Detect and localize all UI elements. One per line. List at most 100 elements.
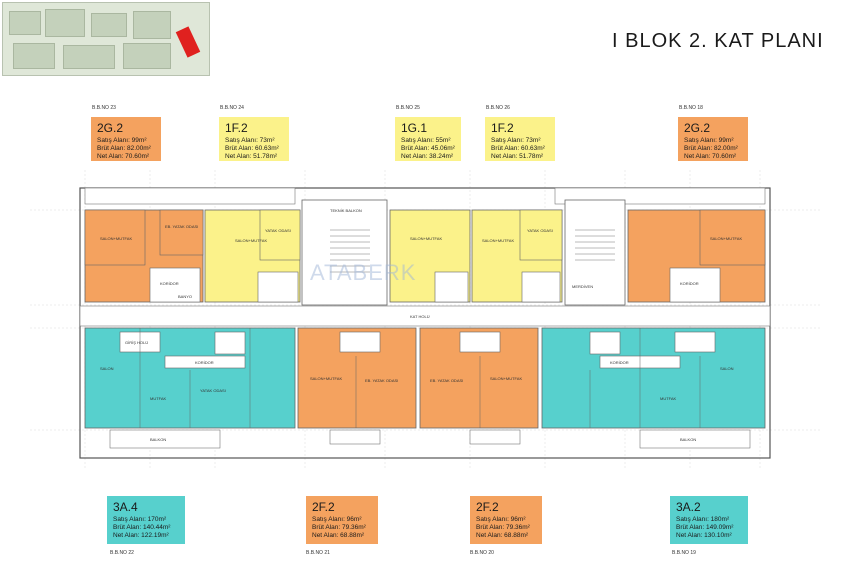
- bottom-row-units: [84, 327, 766, 449]
- unit-code: 1G.1: [401, 121, 428, 135]
- bb-number: B.B.NO 25: [396, 105, 420, 111]
- unit-net: Net Alan: 38.24m²: [401, 153, 454, 160]
- bb-number: B.B.NO 24: [220, 105, 244, 111]
- floor-plan: SALON+MUTFAK EB. YATAK ODASI KORİDOR BAN…: [30, 170, 820, 470]
- bb-number: B.B.NO 26: [486, 105, 510, 111]
- unit-brut: Brüt Alan: 79.36m²: [312, 524, 366, 531]
- stairs: [330, 229, 370, 273]
- bb-number: B.B.NO 22: [110, 550, 134, 556]
- room-label: SALON: [720, 366, 734, 371]
- unit-code: 1F.2: [225, 121, 248, 135]
- unit-brut: Brüt Alan: 79.36m²: [476, 524, 530, 531]
- unit-code: 3A.2: [676, 500, 701, 514]
- room-label: BALKON: [150, 437, 166, 442]
- room-label: SALON+MUTFAK: [482, 238, 514, 243]
- balcony: [329, 429, 381, 445]
- room-label: YATAK ODASI: [265, 228, 291, 233]
- room-label: YATAK ODASI: [200, 388, 226, 393]
- room-label: YATAK ODASI: [527, 228, 553, 233]
- unit-net: Net Alan: 70.60m²: [97, 153, 150, 160]
- room-label: KAT HOLÜ: [410, 314, 430, 319]
- unit-card-3a2: 3A.2 Satış Alanı: 180m² Brüt Alan: 149.0…: [670, 496, 748, 544]
- unit-code: 1F.2: [491, 121, 514, 135]
- room-label: SALON+MUTFAK: [710, 236, 742, 241]
- unit-code: 2G.2: [684, 121, 711, 135]
- room: [159, 209, 204, 256]
- site-key-map: [2, 2, 210, 76]
- room-bath: [521, 271, 561, 303]
- room-label: KORİDOR: [160, 281, 179, 286]
- room-corridor: [164, 355, 246, 369]
- room-entry: [674, 331, 716, 353]
- unit-satis: Satış Alanı: 99m²: [684, 137, 734, 144]
- site-lot: [91, 13, 127, 37]
- room-label: MUTFAK: [660, 396, 677, 401]
- room-label: SALON+MUTFAK: [310, 376, 342, 381]
- room-bath: [589, 331, 621, 355]
- room-label: EB. YATAK ODASI: [430, 378, 463, 383]
- partitions: [139, 328, 701, 428]
- unit-code: 3A.4: [113, 500, 138, 514]
- room-label: TEKNİK BALKON: [330, 208, 362, 213]
- bb-number: B.B.NO 23: [92, 105, 116, 111]
- room-label: MERDİVEN: [572, 284, 593, 289]
- room-bath: [459, 331, 501, 353]
- unit-net: Net Alan: 51.78m²: [225, 153, 278, 160]
- selected-block-marker: [175, 26, 201, 58]
- bb-number: B.B.NO 18: [679, 105, 703, 111]
- room-label: KORİDOR: [195, 360, 214, 365]
- room: [519, 209, 563, 261]
- top-row-units: [84, 199, 766, 306]
- unit-card-1f2-left: 1F.2 Satış Alanı: 73m² Brüt Alan: 60.63m…: [219, 117, 289, 161]
- unit-net: Net Alan: 51.78m²: [491, 153, 544, 160]
- room-label: MUTFAK: [150, 396, 167, 401]
- unit-card-3a4: 3A.4 Satış Alanı: 170m² Brüt Alan: 140.4…: [107, 496, 185, 544]
- site-lot: [45, 9, 85, 37]
- unit-brut: Brüt Alan: 149.09m²: [676, 524, 734, 531]
- room-bath: [434, 271, 469, 303]
- unit-satis: Satış Alanı: 96m²: [312, 516, 362, 523]
- site-lot: [123, 43, 171, 69]
- room-bath: [257, 271, 299, 303]
- unit-net: Net Alan: 122.19m²: [113, 532, 169, 539]
- stairs: [575, 229, 615, 261]
- unit-brut: Brüt Alan: 60.63m²: [491, 145, 545, 152]
- unit-card-2g2-left: 2G.2 Satış Alanı: 99m² Brüt Alan: 82.00m…: [91, 117, 161, 161]
- balcony: [469, 429, 521, 445]
- stair-core-left: [301, 199, 388, 306]
- room-bath: [339, 331, 381, 353]
- unit-net: Net Alan: 68.88m²: [476, 532, 529, 539]
- room-label: KORİDOR: [610, 360, 629, 365]
- unit-card-1f2-right: 1F.2 Satış Alanı: 73m² Brüt Alan: 60.63m…: [485, 117, 555, 161]
- page-title: I BLOK 2. KAT PLANI: [612, 30, 824, 52]
- unit-card-2f2-left: 2F.2 Satış Alanı: 96m² Brüt Alan: 79.36m…: [306, 496, 378, 544]
- bb-number: B.B.NO 20: [470, 550, 494, 556]
- room-label: EB. YATAK ODASI: [165, 224, 198, 229]
- room-label: SALON+MUTFAK: [490, 376, 522, 381]
- unit-brut: Brüt Alan: 82.00m²: [684, 145, 738, 152]
- room-label: SALON+MUTFAK: [235, 238, 267, 243]
- unit-satis: Satış Alanı: 55m²: [401, 137, 451, 144]
- room-label: BANYO: [178, 294, 192, 299]
- unit-brut: Brüt Alan: 82.00m²: [97, 145, 151, 152]
- unit-satis: Satış Alanı: 96m²: [476, 516, 526, 523]
- balcony: [109, 429, 221, 449]
- unit-brut: Brüt Alan: 45.06m²: [401, 145, 455, 152]
- room-label: GİRİŞ HOLÜ: [125, 340, 148, 345]
- unit-net: Net Alan: 68.88m²: [312, 532, 365, 539]
- room-label: SALON+MUTFAK: [100, 236, 132, 241]
- unit-net: Net Alan: 70.60m²: [684, 153, 737, 160]
- room: [259, 209, 301, 261]
- balcony-top-left: [84, 187, 296, 205]
- unit-card-2f2-right: 2F.2 Satış Alanı: 96m² Brüt Alan: 79.36m…: [470, 496, 542, 544]
- stair-core-right: [564, 199, 626, 306]
- unit-satis: Satış Alanı: 170m²: [113, 516, 167, 523]
- room-label: BALKON: [680, 437, 696, 442]
- unit-satis: Satış Alanı: 99m²: [97, 137, 147, 144]
- unit-3a2-area: [541, 327, 766, 429]
- room: [84, 209, 146, 266]
- unit-card-1g1: 1G.1 Satış Alanı: 55m² Brüt Alan: 45.06m…: [395, 117, 461, 161]
- site-lot: [13, 43, 55, 69]
- unit-net: Net Alan: 130.10m²: [676, 532, 732, 539]
- room: [699, 209, 766, 266]
